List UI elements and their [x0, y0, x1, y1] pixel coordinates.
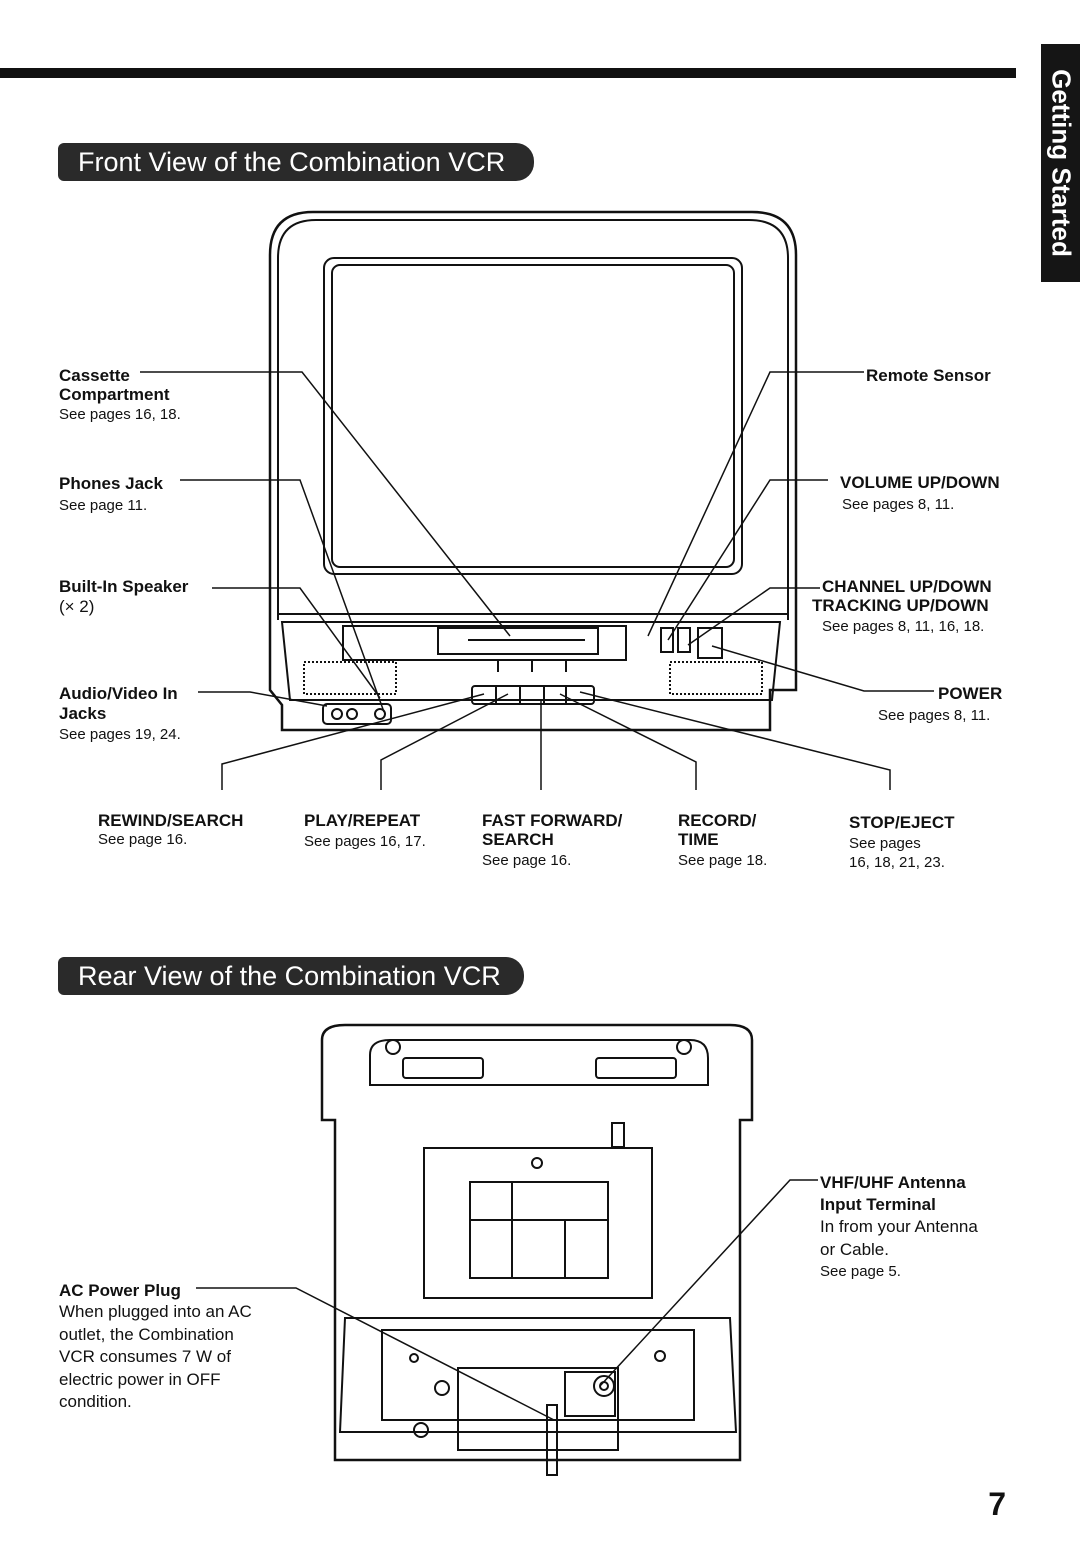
- remote-sensor-label: Remote Sensor: [866, 366, 991, 385]
- front-view-banner: Front View of the Combination VCR: [58, 143, 534, 181]
- callout-play: PLAY/REPEAT See pages 16, 17.: [304, 811, 426, 850]
- antenna-label: VHF/UHF Antenna: [820, 1173, 966, 1192]
- av-in-label-2: Jacks: [59, 704, 107, 723]
- ac-plug-description: When plugged into an AC outlet, the Comb…: [59, 1302, 252, 1411]
- callout-rewind: REWIND/SEARCH See page 16.: [98, 811, 244, 848]
- cassette-label: Cassette: [59, 366, 130, 385]
- volume-label: VOLUME UP/DOWN: [840, 473, 1000, 492]
- page-number: 7: [988, 1486, 1006, 1522]
- phones-jack-ref: See page 11.: [59, 497, 148, 514]
- antenna-desc-2: or Cable.: [820, 1240, 889, 1259]
- power-ref: See pages 8, 11.: [878, 707, 991, 724]
- leader-lines: [140, 371, 934, 1421]
- av-in-label: Audio/Video In: [59, 684, 178, 703]
- callout-fast-forward: FAST FORWARD/ SEARCH See page 16.: [482, 811, 623, 869]
- antenna-label-2: Input Terminal: [820, 1195, 936, 1214]
- antenna-desc-1: In from your Antenna: [820, 1217, 978, 1236]
- speaker-label: Built-In Speaker: [59, 577, 189, 596]
- channel-label: CHANNEL UP/DOWN: [822, 577, 992, 596]
- av-in-ref: See pages 19, 24.: [59, 726, 181, 743]
- callout-record: RECORD/ TIME See page 18.: [678, 811, 768, 869]
- volume-ref: See pages 8, 11.: [842, 496, 955, 513]
- power-label: POWER: [938, 684, 1003, 703]
- channel-ref: See pages 8, 11, 16, 18.: [822, 618, 985, 635]
- speaker-count: (× 2): [59, 597, 95, 616]
- header-rule: [0, 68, 1016, 78]
- callout-stop-eject: STOP/EJECT See pages 16, 18, 21, 23.: [849, 813, 955, 871]
- rear-view-drawing: [320, 1023, 754, 1476]
- phones-jack-label: Phones Jack: [59, 474, 163, 493]
- cassette-ref: See pages 16, 18.: [59, 406, 181, 423]
- cassette-label-2: Compartment: [59, 385, 170, 404]
- ac-plug-label: AC Power Plug: [59, 1281, 181, 1300]
- rear-view-banner: Rear View of the Combination VCR: [58, 957, 524, 995]
- antenna-ref: See page 5.: [820, 1263, 901, 1280]
- side-tab: Getting Started: [1041, 44, 1080, 282]
- front-view-drawing: [268, 210, 798, 732]
- tracking-label: TRACKING UP/DOWN: [812, 596, 989, 615]
